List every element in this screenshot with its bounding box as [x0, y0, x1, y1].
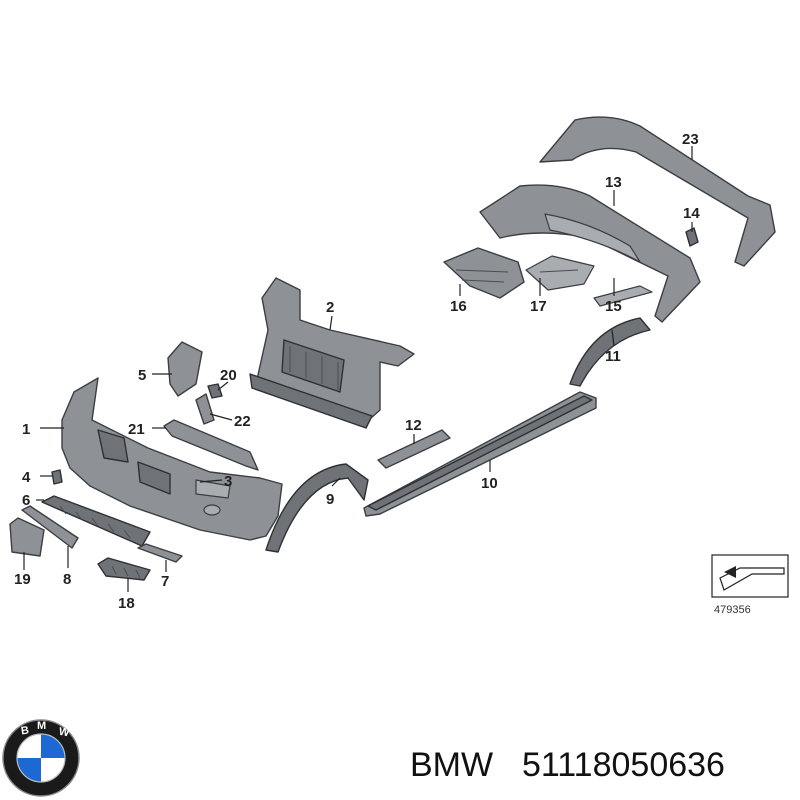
- callout-16: 16: [450, 298, 467, 315]
- callout-9: 9: [326, 491, 334, 508]
- svg-text:W: W: [58, 726, 71, 740]
- part-11-rear-arch-trim: [569, 317, 651, 387]
- part-15-rear-lower-section: [593, 285, 653, 307]
- callout-14: 14: [683, 205, 700, 222]
- part-1-front-bumper-cover: [61, 377, 283, 541]
- callout-1: 1: [22, 421, 30, 438]
- reference-box: 479356: [711, 554, 789, 616]
- callout-8: 8: [63, 571, 71, 588]
- part-5-air-duct: [167, 341, 203, 397]
- part-6-lower-grille: [41, 495, 151, 547]
- callout-23: 23: [682, 131, 699, 148]
- footer-brand: BMW: [410, 746, 493, 784]
- leader-lines: [23, 146, 693, 592]
- angled-arrow-icon: [719, 566, 785, 591]
- part-8-trim-strip: [21, 505, 79, 549]
- svg-text:B: B: [20, 724, 30, 737]
- callout-5: 5: [138, 367, 146, 384]
- callout-4: 4: [22, 469, 31, 486]
- callout-3: 3: [224, 473, 232, 490]
- callout-22: 22: [234, 413, 251, 430]
- callout-19: 19: [14, 571, 31, 588]
- callout-10: 10: [481, 475, 498, 492]
- callout-2: 2: [326, 299, 334, 316]
- bmw-logo: B M W: [2, 719, 80, 797]
- callout-18: 18: [118, 595, 135, 612]
- footer-part-number: 51118050636: [522, 746, 725, 784]
- part-7-fog-trim: [137, 543, 183, 563]
- part-21-grille-strip: [163, 419, 259, 471]
- footer-caption: BMW 51118050636: [410, 746, 725, 784]
- part-22-bracket: [195, 393, 215, 425]
- callout-11: 11: [605, 348, 621, 365]
- part-12-side-trim-strip: [377, 429, 451, 469]
- part-16-underbody-panel: [443, 247, 525, 299]
- part-14-bracket: [685, 227, 699, 247]
- callout-labels: 1 2 3 4 5 6 7 8 9 10 11 12 13 14 15 16 1…: [14, 131, 700, 612]
- callout-12: 12: [405, 417, 422, 434]
- callout-21: 21: [128, 421, 145, 438]
- part-4-clip: [51, 469, 63, 485]
- reference-number: 479356: [714, 604, 751, 616]
- callout-20: 20: [220, 367, 237, 384]
- callout-7: 7: [161, 573, 169, 590]
- callout-13: 13: [605, 174, 622, 191]
- part-9-front-arch-trim: [265, 463, 369, 553]
- part-18-grille-insert: [97, 557, 151, 581]
- part-17-diffuser-plate: [525, 255, 595, 291]
- part-2-front-carrier: [249, 277, 415, 429]
- part-20-clip: [207, 383, 223, 399]
- part-19-cover-plate: [9, 517, 45, 557]
- part-10-side-sill: [363, 391, 597, 517]
- part-13-rear-bumper-cover: [479, 184, 701, 323]
- callout-17: 17: [530, 298, 547, 315]
- callout-15: 15: [605, 298, 622, 315]
- callout-6: 6: [22, 492, 30, 509]
- svg-text:M: M: [37, 720, 46, 732]
- part-23-rear-upper-trim: [539, 116, 776, 267]
